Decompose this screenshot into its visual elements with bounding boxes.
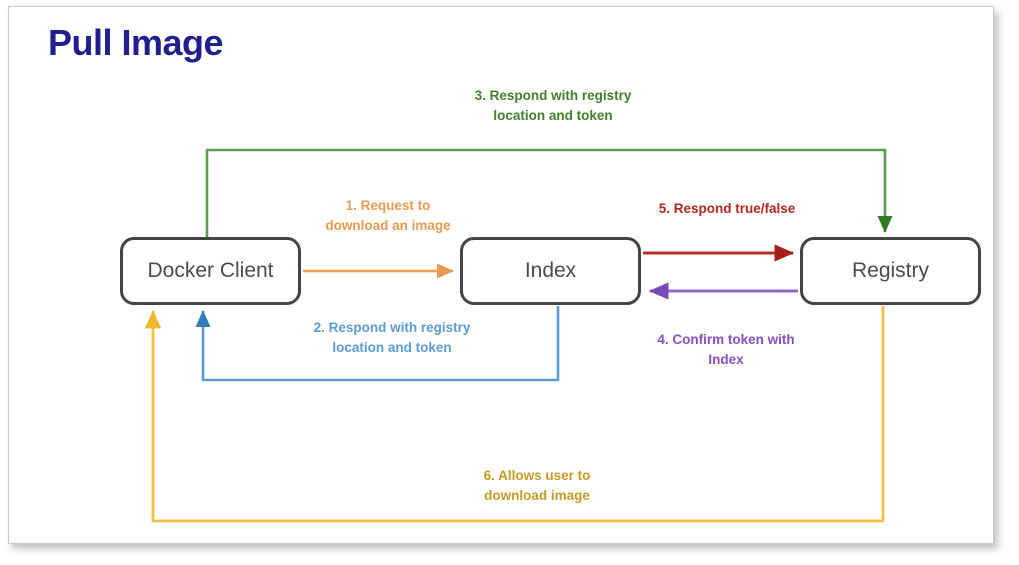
page-title: Pull Image: [48, 22, 224, 63]
node-index-label: Index: [524, 259, 577, 282]
edge-label-step-6: 6. Allows user to download image: [483, 468, 591, 503]
node-docker-client[interactable]: Docker Client: [120, 237, 301, 305]
edge-label-step-4: 4. Confirm token with Index: [657, 332, 795, 367]
edge-2-connector: [195, 306, 560, 382]
edge-label-step-5: 5. Respond true/false: [658, 201, 796, 216]
node-index[interactable]: Index: [460, 237, 641, 305]
edge-label-step-3: 3. Respond with registry location and to…: [474, 88, 632, 123]
edge-label-step-2: 2. Respond with registry location and to…: [313, 320, 471, 355]
node-docker-client-label: Docker Client: [147, 259, 274, 282]
edge-3-connector: [205, 148, 893, 238]
edge-label-step-1: 1. Request to download an image: [325, 198, 451, 233]
node-registry-label: Registry: [851, 259, 930, 282]
edge-6-connector: [144, 306, 885, 523]
node-registry[interactable]: Registry: [800, 237, 981, 305]
